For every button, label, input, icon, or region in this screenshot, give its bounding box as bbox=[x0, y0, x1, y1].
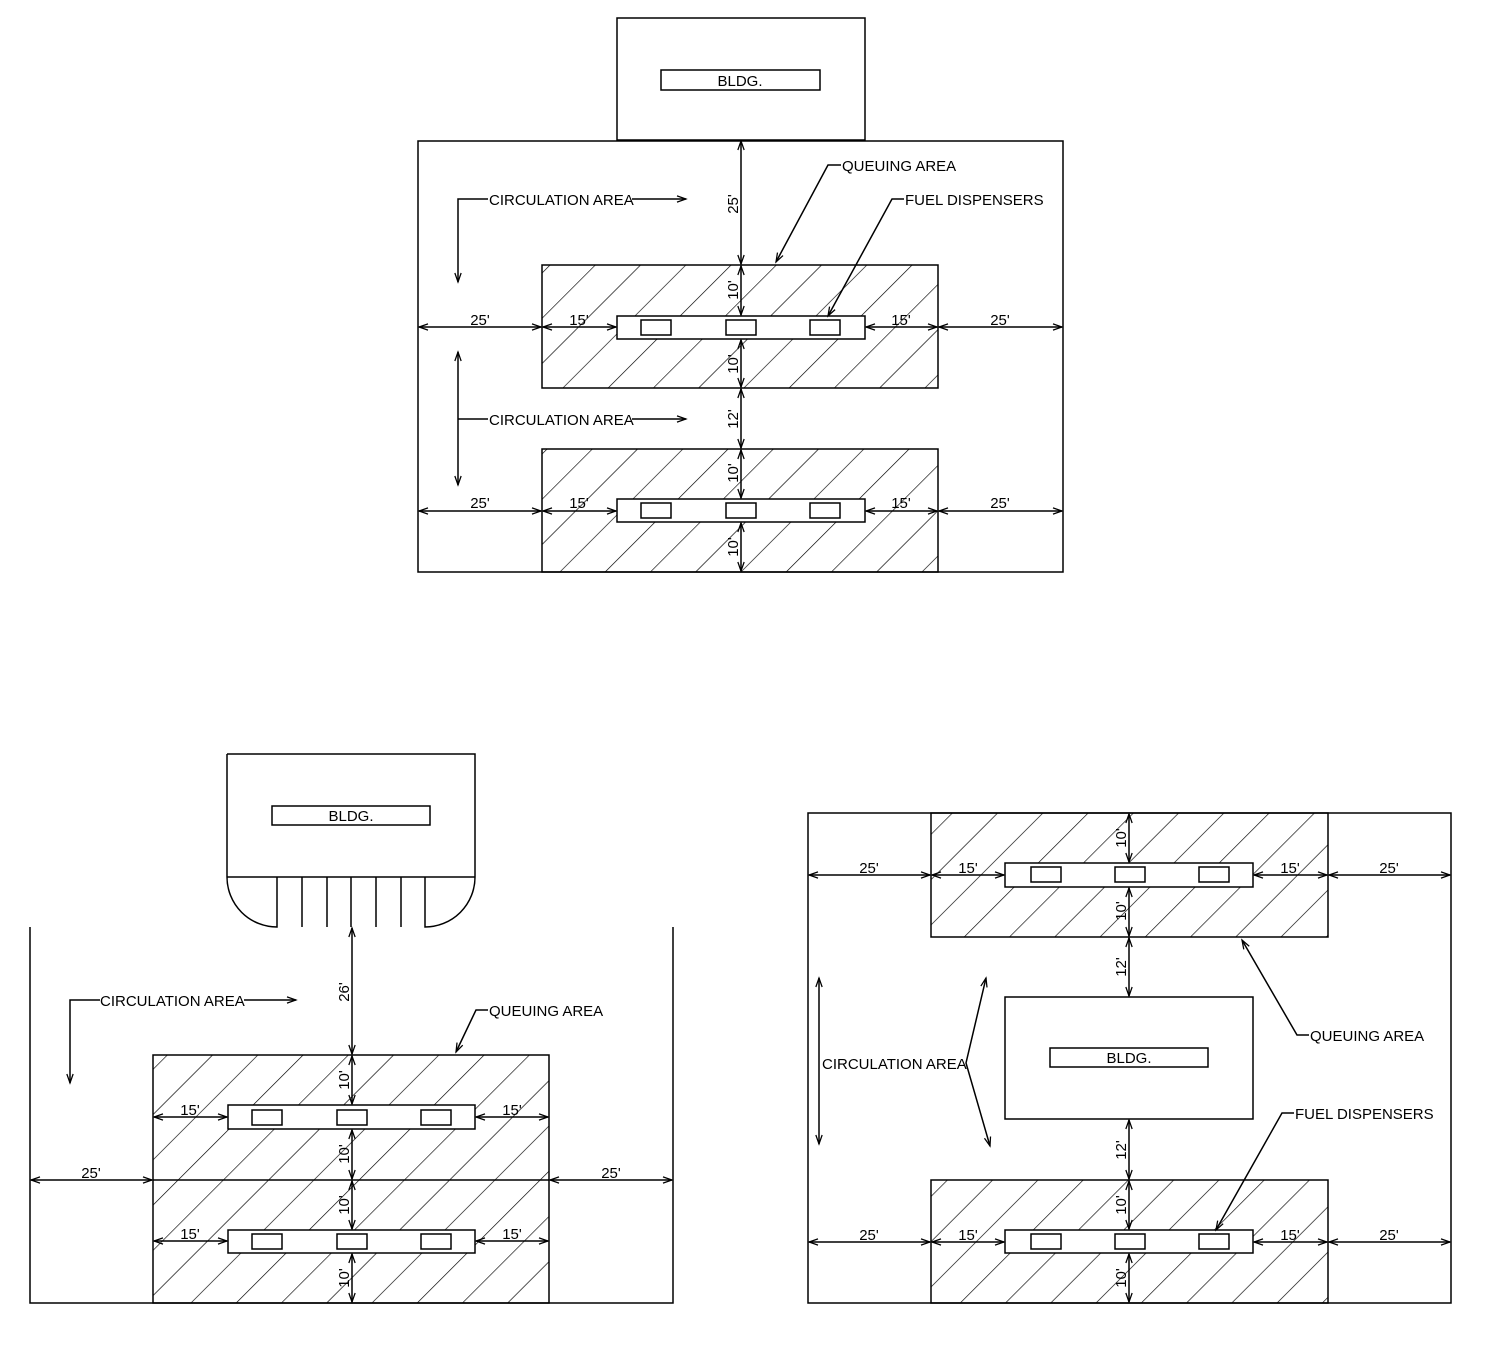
fuel-dispensers-label: FUEL DISPENSERS bbox=[905, 192, 1044, 209]
building-label-box bbox=[660, 69, 821, 91]
fuel-dispenser bbox=[640, 319, 672, 336]
queuing-leader bbox=[1242, 940, 1309, 1036]
fuel-dispenser bbox=[1030, 1233, 1062, 1250]
fuel-dispensers-label: FUEL DISPENSERS bbox=[1295, 1106, 1434, 1123]
dimension-label: 10' bbox=[1113, 1268, 1130, 1288]
dimension-label: 26' bbox=[336, 982, 353, 1002]
dimension-label: 15' bbox=[891, 495, 911, 512]
dimension-label: 15' bbox=[958, 860, 978, 877]
fuel-dispenser bbox=[1198, 866, 1230, 883]
queuing-label: QUEUING AREA bbox=[489, 1003, 603, 1020]
dimension-label: 10' bbox=[725, 463, 742, 483]
circulation-arrow bbox=[70, 999, 100, 1083]
fuel-dispenser bbox=[251, 1233, 283, 1250]
dimension-label: 10' bbox=[725, 354, 742, 374]
dimension-label: 15' bbox=[569, 495, 589, 512]
dimension-label: 15' bbox=[180, 1102, 200, 1119]
dimension-label: 15' bbox=[502, 1226, 522, 1243]
dimension-label: 10' bbox=[1113, 1195, 1130, 1215]
fuel-leader bbox=[1216, 1112, 1294, 1230]
circulation-label: CIRCULATION AREA bbox=[489, 192, 634, 209]
building-label: BLDG. bbox=[328, 808, 373, 825]
dimension-label: 25' bbox=[990, 312, 1010, 329]
fuel-dispenser bbox=[1198, 1233, 1230, 1250]
dimension-label: 10' bbox=[336, 1144, 353, 1164]
fuel-dispenser bbox=[336, 1109, 368, 1126]
fuel-dispenser bbox=[420, 1233, 452, 1250]
dimension-label: 25' bbox=[81, 1165, 101, 1182]
circulation-label: CIRCULATION AREA bbox=[822, 1056, 967, 1073]
dimension-label: 10' bbox=[336, 1070, 353, 1090]
dimension-label: 25' bbox=[1379, 1227, 1399, 1244]
circulation-arrow bbox=[458, 198, 488, 282]
dimension-label: 25' bbox=[601, 1165, 621, 1182]
dimension-label: 12' bbox=[725, 409, 742, 429]
circulation-label: CIRCULATION AREA bbox=[100, 993, 245, 1010]
layout-bottom-right bbox=[807, 812, 1452, 1304]
dimension-label: 10' bbox=[1113, 828, 1130, 848]
circulation-arrow bbox=[965, 978, 990, 1146]
queuing-label: QUEUING AREA bbox=[842, 158, 956, 175]
fuel-leader bbox=[828, 198, 904, 316]
dimension-label: 15' bbox=[1280, 1227, 1300, 1244]
dimension-label: 12' bbox=[1113, 1140, 1130, 1160]
dimension-label: 25' bbox=[1379, 860, 1399, 877]
fuel-dispenser bbox=[251, 1109, 283, 1126]
layout-bottom-left bbox=[29, 753, 674, 1304]
queuing-label: QUEUING AREA bbox=[1310, 1028, 1424, 1045]
fuel-dispenser bbox=[725, 319, 757, 336]
dimension-label: 25' bbox=[859, 1227, 879, 1244]
dimension-label: 15' bbox=[180, 1226, 200, 1243]
fuel-dispenser bbox=[1030, 866, 1062, 883]
fuel-dispenser bbox=[1114, 1233, 1146, 1250]
layout-top bbox=[417, 17, 1064, 573]
dimension-label: 10' bbox=[725, 280, 742, 300]
dimension-label: 10' bbox=[336, 1195, 353, 1215]
dimension-label: 25' bbox=[725, 194, 742, 214]
text-layer: BLDG. CIRCULATION AREA CIRCULATION AREA … bbox=[81, 73, 1433, 1288]
fuel-dispenser bbox=[809, 319, 841, 336]
fuel-dispenser bbox=[640, 502, 672, 519]
fuel-dispenser bbox=[336, 1233, 368, 1250]
fuel-dispenser bbox=[725, 502, 757, 519]
building-canopy bbox=[226, 753, 476, 928]
dimension-label: 25' bbox=[470, 495, 490, 512]
dimension-label: 15' bbox=[891, 312, 911, 329]
fuel-dispenser bbox=[1114, 866, 1146, 883]
queuing-area bbox=[152, 1054, 550, 1304]
dimension-label: 25' bbox=[470, 312, 490, 329]
building-label: BLDG. bbox=[717, 73, 762, 90]
fuel-dispenser bbox=[420, 1109, 452, 1126]
building-label: BLDG. bbox=[1106, 1050, 1151, 1067]
dimension-label: 15' bbox=[569, 312, 589, 329]
dimension-label: 10' bbox=[336, 1268, 353, 1288]
dimension-label: 15' bbox=[958, 1227, 978, 1244]
dimension-label: 25' bbox=[990, 495, 1010, 512]
dimension-label: 15' bbox=[1280, 860, 1300, 877]
dimension-label: 10' bbox=[1113, 901, 1130, 921]
queuing-leader bbox=[456, 1009, 488, 1052]
dimension-label: 25' bbox=[859, 860, 879, 877]
dimension-label: 10' bbox=[725, 537, 742, 557]
dimension-label: 15' bbox=[502, 1102, 522, 1119]
queuing-leader bbox=[776, 164, 841, 262]
circulation-label: CIRCULATION AREA bbox=[489, 412, 634, 429]
fuel-dispenser bbox=[809, 502, 841, 519]
building-label-box bbox=[1049, 1047, 1209, 1068]
dimension-label: 12' bbox=[1113, 957, 1130, 977]
building-label-box bbox=[271, 805, 431, 826]
